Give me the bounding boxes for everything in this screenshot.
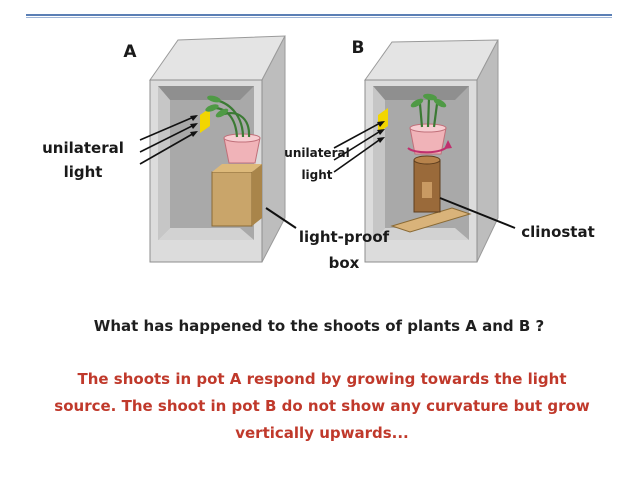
box-a [149, 35, 286, 263]
lightproof-pointer [265, 207, 297, 229]
label-a: A [123, 42, 137, 62]
light-slit-a-icon [200, 108, 210, 133]
light-arrows-b [333, 121, 385, 173]
title-rule [26, 14, 612, 18]
plant-phototropism-diagram [139, 35, 516, 263]
answer-text: The shoots in pot A respond by growing t… [54, 370, 590, 442]
clinostat-base [390, 207, 472, 233]
clinostat-pointer [439, 197, 516, 229]
light-slit-b-icon [378, 108, 388, 133]
lightproof-box-label: light-proof box [284, 224, 404, 276]
box-b [364, 39, 499, 263]
unilateral-light-a-label: unilateral light [30, 136, 136, 184]
label-b: B [351, 38, 365, 58]
question-text: What has happened to the shoots of plant… [93, 317, 545, 335]
unilateral-light-b-line1: unilateral [284, 146, 350, 160]
unilateral-light-a-line1: unilateral [42, 139, 124, 157]
clinostat-label: clinostat [521, 223, 595, 241]
lightproof-line2: box [328, 254, 360, 272]
light-arrows-a [139, 115, 198, 165]
unilateral-light-b-label: unilateral light [280, 142, 354, 186]
unilateral-light-b-line2: light [301, 168, 333, 182]
unilateral-light-a-line2: light [63, 163, 103, 181]
lightproof-line1: light-proof [298, 228, 390, 246]
pot-stand-a [211, 171, 253, 227]
